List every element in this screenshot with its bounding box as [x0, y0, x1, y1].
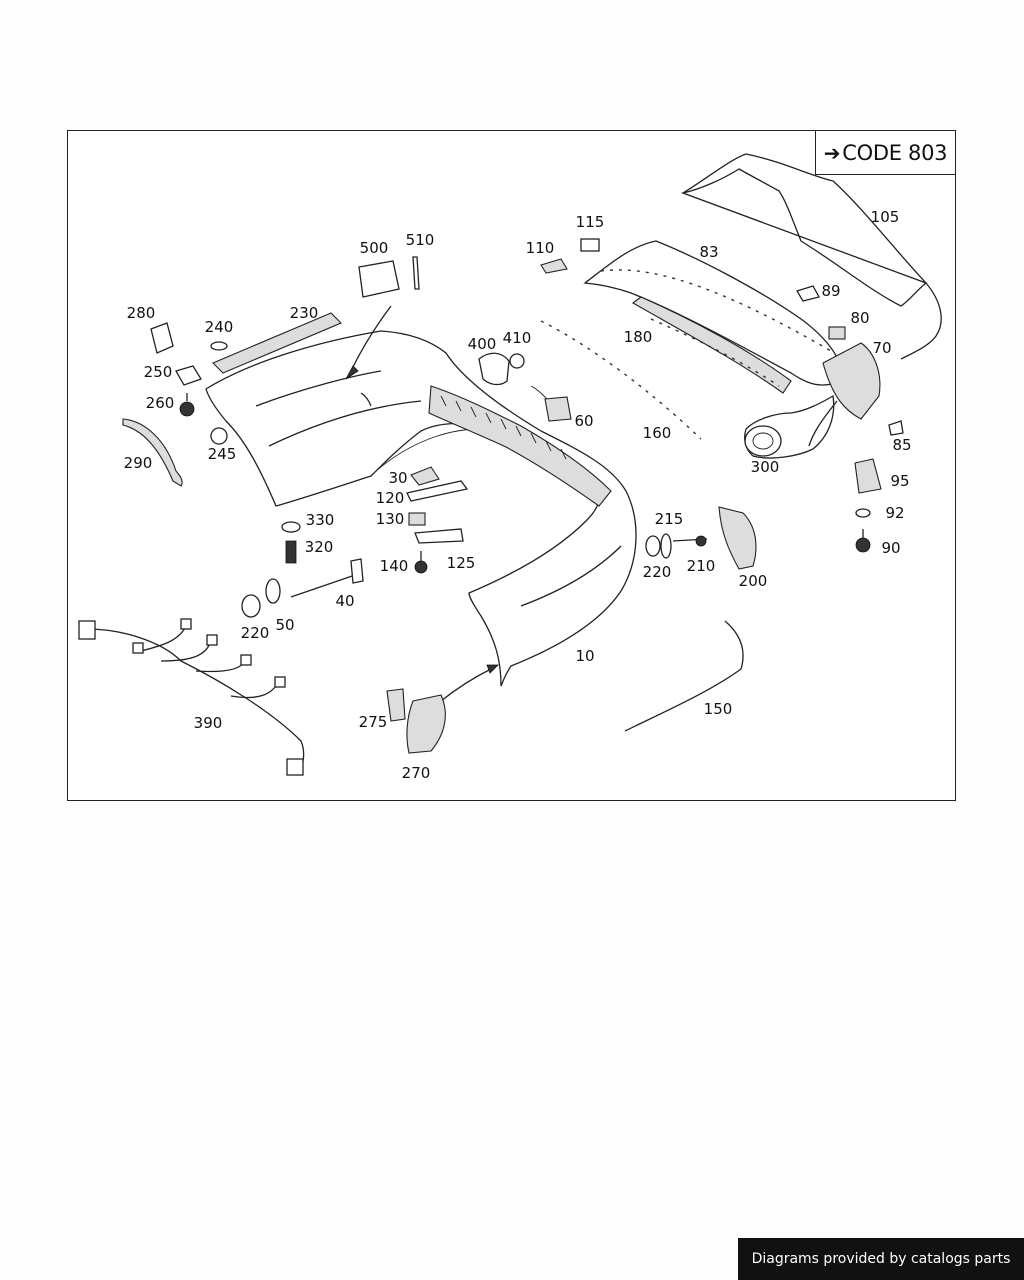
callout-280: 280 [126, 304, 156, 322]
part-30-clip [410, 466, 440, 486]
part-240-washer [210, 341, 228, 351]
part-125-bracket [414, 528, 464, 544]
part-270-cover [406, 694, 446, 754]
callout-400: 400 [467, 335, 497, 353]
part-130-nut [408, 512, 426, 526]
part-60-cover [544, 396, 572, 422]
part-10-bumper-cover [205, 330, 637, 687]
callout-110: 110 [525, 239, 555, 257]
callout-330: 330 [305, 511, 335, 529]
callout-130: 130 [375, 510, 405, 528]
footer-badge: Diagrams provided by catalogs parts [738, 1238, 1024, 1280]
arrow-270 [440, 668, 492, 702]
callout-210: 210 [686, 557, 716, 575]
part-105-spoiler [680, 153, 942, 360]
part-89-clip [796, 285, 820, 302]
callout-220-left: 220 [240, 624, 270, 642]
code-box: ➔ CODE 803 [815, 130, 956, 175]
part-200-bracket [718, 506, 757, 570]
callout-510: 510 [405, 231, 435, 249]
callout-83: 83 [699, 243, 719, 261]
part-400-sensor-holder [478, 352, 510, 386]
part-500-flap [358, 260, 400, 298]
part-290-liner [122, 418, 183, 487]
part-150-trim [624, 620, 744, 732]
part-92-washer [855, 508, 871, 518]
callout-89: 89 [821, 282, 841, 300]
callout-250: 250 [143, 363, 173, 381]
part-110-clip [540, 258, 568, 274]
part-260-bolt [179, 401, 195, 417]
callout-200: 200 [738, 572, 768, 590]
part-275-clip [386, 688, 406, 722]
arrow-icon: ➔ [823, 140, 841, 165]
callout-85: 85 [892, 436, 912, 454]
part-160-trim [540, 320, 702, 440]
part-carrier [428, 385, 612, 507]
part-220-nut-right [645, 535, 661, 557]
callout-240: 240 [204, 318, 234, 336]
part-83-diffuser [583, 240, 847, 386]
part-410-ring [509, 353, 525, 369]
callout-120: 120 [375, 489, 405, 507]
callout-290: 290 [123, 454, 153, 472]
callout-30: 30 [388, 469, 408, 487]
part-85-pin [888, 420, 904, 436]
callout-230: 230 [289, 304, 319, 322]
callout-270: 270 [401, 764, 431, 782]
callout-275: 275 [358, 713, 388, 731]
part-50-washer [265, 578, 281, 604]
part-280-clip [150, 322, 174, 354]
part-215-washer [660, 533, 672, 559]
callout-215: 215 [654, 510, 684, 528]
callout-260: 260 [145, 394, 175, 412]
callout-105: 105 [870, 208, 900, 226]
part-510-seal [412, 256, 420, 290]
part-390-wiring-harness [86, 628, 305, 772]
callout-390: 390 [193, 714, 223, 732]
part-120-bracket [406, 480, 469, 502]
part-250-nut [175, 365, 202, 386]
callout-80: 80 [850, 309, 870, 327]
callout-50: 50 [275, 616, 295, 634]
callout-90: 90 [881, 539, 901, 557]
callout-220-right: 220 [642, 563, 672, 581]
callout-500: 500 [359, 239, 389, 257]
part-80-clip [828, 326, 846, 340]
callout-300: 300 [750, 458, 780, 476]
parts-diagram: ➔ CODE 803 105 115 110 83 500 510 89 80 … [67, 130, 956, 801]
callout-320: 320 [304, 538, 334, 556]
part-330-washer [281, 521, 301, 533]
callout-70: 70 [872, 339, 892, 357]
part-230-strip [212, 312, 342, 374]
callout-10: 10 [575, 647, 595, 665]
part-140-screw [414, 560, 428, 574]
callout-150: 150 [703, 700, 733, 718]
callout-60: 60 [574, 412, 594, 430]
callout-140: 140 [379, 557, 409, 575]
code-label: CODE 803 [842, 140, 948, 165]
part-40-rod [290, 574, 356, 598]
part-220-nut-left [241, 594, 261, 618]
part-95-bracket [854, 458, 882, 494]
callout-160: 160 [642, 424, 672, 442]
part-180-strip [631, 296, 792, 394]
callout-245: 245 [207, 445, 237, 463]
callout-115: 115 [575, 213, 605, 231]
callout-410: 410 [502, 329, 532, 347]
callout-40: 40 [335, 592, 355, 610]
part-90-bolt [855, 537, 871, 553]
part-245-nut [210, 427, 228, 445]
callout-92: 92 [885, 504, 905, 522]
arrow-500 [350, 305, 392, 372]
part-320-bolt [285, 540, 297, 564]
callout-180: 180 [623, 328, 653, 346]
part-115-clip [580, 238, 600, 252]
footer-label: Diagrams provided by catalogs parts [751, 1251, 1011, 1267]
part-70-bracket [822, 342, 881, 420]
diagram-drawing [78, 153, 942, 776]
callout-95: 95 [890, 472, 910, 490]
callout-125: 125 [446, 554, 476, 572]
